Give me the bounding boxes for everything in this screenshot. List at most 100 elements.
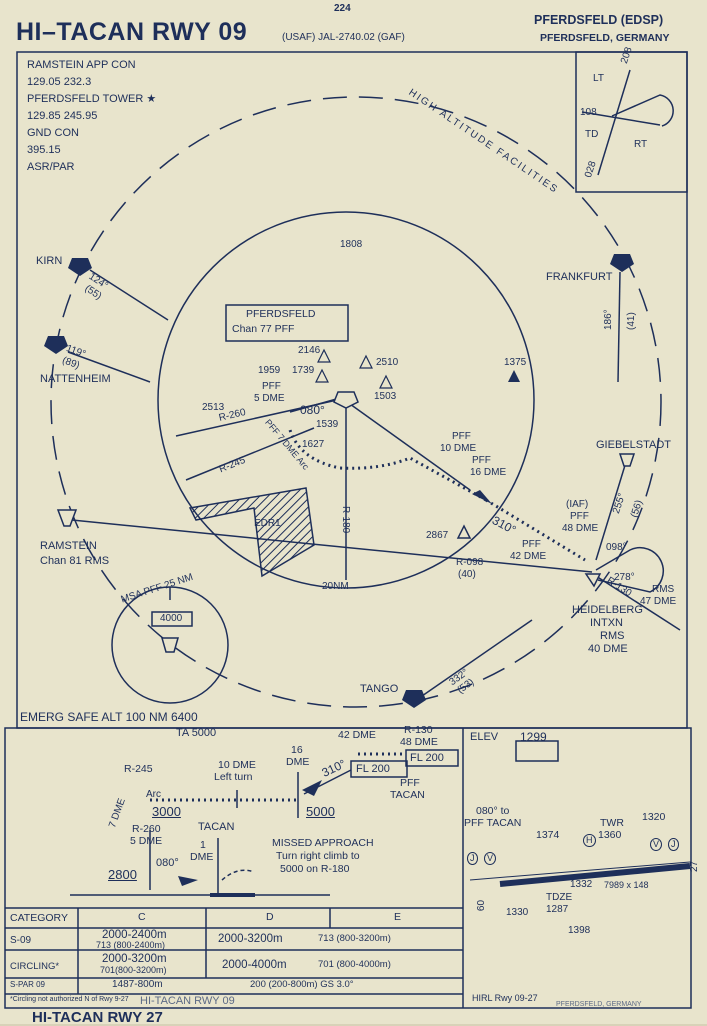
ring-20nm — [157, 211, 535, 589]
chart-source: (USAF) JAL-2740.02 (GAF) — [282, 32, 405, 43]
airport-marker-v-right: V — [650, 838, 663, 851]
minima-header-category: CATEGORY — [10, 912, 68, 924]
profile-10dme-1: 10 DME — [218, 759, 256, 771]
comms-line-2: 129.05 232.3 — [27, 76, 92, 88]
airport-dims: 7989 x 148 — [604, 880, 649, 890]
profile-3000: 3000 — [152, 804, 181, 819]
minima-row-1-c2: 713 (800-2400m) — [96, 940, 166, 950]
pff42-line-2: 42 DME — [510, 551, 547, 562]
airport-twr-2: 1360 — [598, 829, 622, 841]
airport-marker-h: H — [583, 834, 596, 847]
pff16-line-1: PFF — [472, 455, 491, 466]
frankfurt-tacan-icon — [610, 254, 634, 272]
elev-2146: 2146 — [298, 345, 321, 356]
profile-1dme-2: DME — [190, 851, 214, 863]
heidelberg-intxn-icon — [584, 573, 602, 588]
giebelstadt-label: GIEBELSTADT — [596, 439, 671, 451]
airport-location: PFERDSFELD, GERMANY — [540, 32, 670, 44]
comms-line-4: 129.85 245.95 — [27, 110, 98, 122]
heidelberg-line-1: HEIDELBERG — [572, 604, 643, 616]
profile-tacan: TACAN — [198, 821, 235, 833]
kirn-label: KIRN — [36, 255, 63, 267]
airport-heading-1: 080° to — [476, 805, 510, 817]
profile-16dme-1: 16 — [291, 744, 303, 756]
inset-lt: LT — [593, 73, 604, 84]
chart-title: HI–TACAN RWY 09 — [16, 18, 248, 46]
profile-r245: R-245 — [124, 763, 153, 775]
inset-r108: 108 — [580, 107, 597, 118]
profile-r260: R-260 — [132, 823, 161, 835]
profile-frame — [4, 727, 692, 1009]
missed-approach-2: Turn right climb to — [276, 850, 360, 862]
airport-e1398: 1398 — [568, 925, 591, 936]
inset-rt: RT — [634, 139, 648, 150]
plan-frame — [16, 51, 688, 729]
minima-row-2-e: 701 (800-4000m) — [318, 959, 391, 970]
profile-16dme-2: DME — [286, 756, 310, 768]
obstruction-1503-icon — [379, 374, 393, 389]
profile-r130-2: 48 DME — [400, 736, 438, 748]
inset-td: TD — [585, 129, 599, 140]
elev-2510: 2510 — [376, 357, 399, 368]
pff5-line-2: 5 DME — [254, 393, 285, 404]
tango-label: TANGO — [360, 683, 399, 695]
iaf-line-3: 48 DME — [562, 523, 599, 534]
profile-arc: Arc — [146, 789, 161, 800]
iaf-line-2: PFF — [570, 511, 589, 522]
airport-name: PFERDSFELD (EDSP) — [534, 13, 664, 27]
profile-pfftacan-2: TACAN — [390, 789, 425, 801]
airport-twr-1: TWR — [600, 817, 624, 829]
elev-2513: 2513 — [202, 402, 225, 413]
nattenheim-tacan-icon — [44, 336, 68, 354]
iaf-line-1: (IAF) — [566, 499, 589, 510]
minima-row-2-cat: CIRCLING* — [10, 961, 60, 972]
obstruction-2146-icon — [317, 348, 331, 363]
msa-center-icon — [161, 637, 179, 653]
elev-1375: 1375 — [504, 357, 527, 368]
profile-1dme-1: 1 — [200, 839, 206, 851]
emerg-safe-alt: EMERG SAFE ALT 100 NM 6400 — [20, 710, 198, 724]
nattenheim-label: NATTENHEIM — [40, 373, 111, 385]
hold-inbound: 098° — [606, 542, 627, 553]
footer-strip-title: HI-TACAN RWY 09 — [140, 995, 235, 1007]
airport-e1374: 1374 — [536, 829, 560, 841]
obstruction-2867-icon — [456, 524, 472, 539]
minima-row-1-c: 2000-2400m — [102, 929, 167, 941]
rms-47-label: RMS — [652, 584, 675, 595]
missed-approach-1: MISSED APPROACH — [272, 837, 374, 849]
frankfurt-course: 186° — [603, 309, 614, 330]
minima-row-1-cat: S-09 — [10, 935, 32, 946]
airport-marker-v-left: V — [484, 852, 497, 865]
inbound-course: 080° — [300, 403, 325, 417]
elev-1539: 1539 — [316, 419, 339, 430]
elev-1959: 1959 — [258, 365, 281, 376]
elev-1739: 1739 — [292, 365, 315, 376]
profile-fl200-b: FL 200 — [410, 752, 444, 764]
elev-2867: 2867 — [426, 530, 449, 541]
ring-20nm-label: 20NM — [322, 581, 349, 592]
profile-5dme: 5 DME — [130, 835, 163, 847]
airport-tdze-1: TDZE — [546, 892, 573, 903]
comms-line-3: PFERDSFELD TOWER ★ — [27, 93, 157, 105]
giebelstadt-tacan-icon — [618, 453, 636, 467]
edr1-label: EDR1 — [254, 518, 281, 529]
airport-elev-label: ELEV — [470, 731, 499, 743]
minima-row-3-de: 200 (200-800m) GS 3.0° — [250, 979, 354, 990]
minima-header-c: C — [138, 911, 146, 923]
tango-tacan-icon — [402, 690, 426, 708]
airport-heading-2: PFF TACAN — [464, 817, 522, 829]
pff10-line-1: PFF — [452, 431, 471, 442]
r098-label: R-098 — [456, 557, 484, 568]
comms-line-6: 395.15 — [27, 144, 61, 156]
pff10-line-2: 10 DME — [440, 443, 477, 454]
airport-rwy09: 09 — [474, 900, 485, 912]
minima-footnote: *Circling not authorized N of Rwy 9-27 — [10, 996, 129, 1003]
heidelberg-line-3: RMS — [600, 630, 625, 642]
minima-row-3-c: 1487-800m — [112, 979, 163, 990]
msa-altitude: 4000 — [160, 613, 183, 624]
minima-header-d: D — [266, 911, 274, 923]
page-number: 224 — [334, 3, 351, 14]
obstruction-1739-icon — [315, 368, 329, 383]
high-alt-circle — [50, 96, 662, 708]
